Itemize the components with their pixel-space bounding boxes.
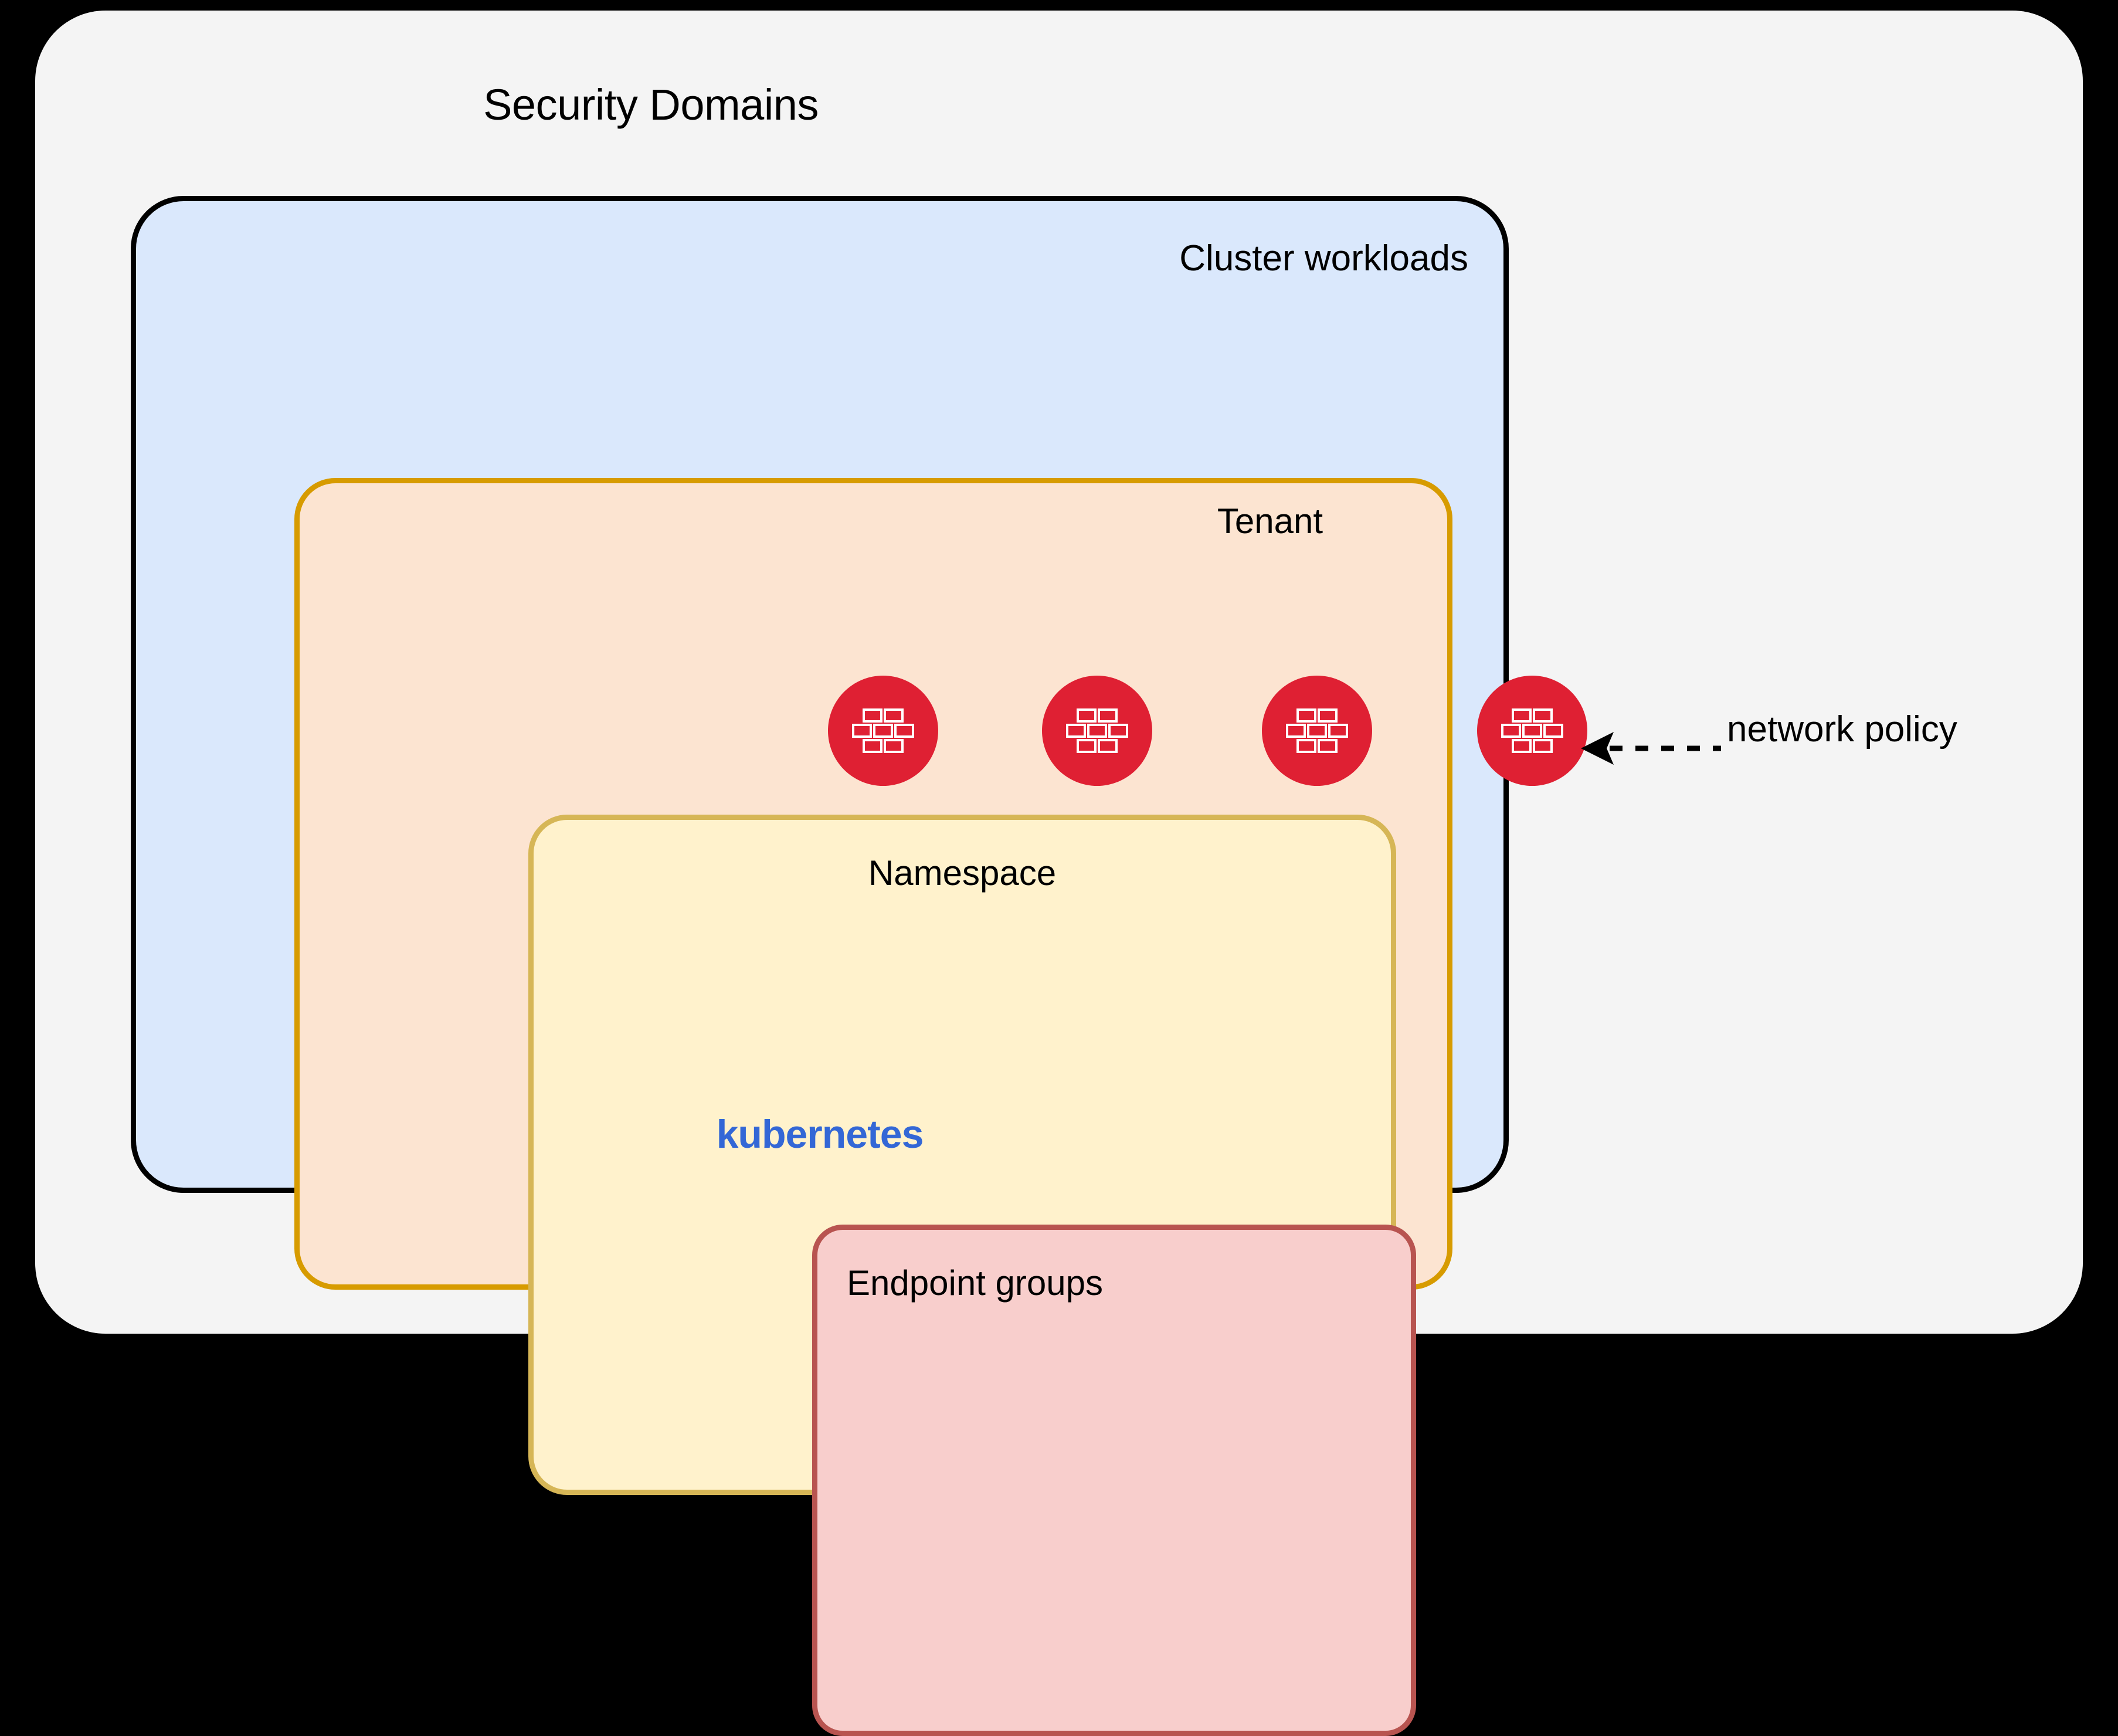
- endpoint-groups-box: Endpoint groups: [812, 1225, 1416, 1736]
- namespace-label: Namespace: [868, 853, 1057, 893]
- cluster-workloads-label: Cluster workloads: [1179, 238, 1468, 279]
- firewall-tenant: [1262, 676, 1372, 786]
- firewall-endpoint-groups: [828, 676, 938, 786]
- dashed-left-arrow-icon: [1581, 732, 1721, 765]
- tenant-label: Tenant: [1217, 501, 1323, 541]
- firewall-brick-wall-icon: [1286, 708, 1348, 753]
- firewall-namespace: [1042, 676, 1152, 786]
- security-domains-title: Security Domains: [483, 80, 819, 129]
- diagram-canvas: Security Domains Cluster workloads Tenan…: [35, 11, 2083, 1736]
- kubernetes-brand-label: kubernetes: [716, 1112, 924, 1157]
- firewall-brick-wall-icon: [1501, 708, 1563, 753]
- network-policy-label: network policy: [1727, 709, 1957, 750]
- endpoint-groups-label: Endpoint groups: [847, 1263, 1103, 1303]
- security-domains-panel: Security Domains Cluster workloads Tenan…: [35, 11, 2083, 1736]
- firewall-brick-wall-icon: [1066, 708, 1128, 753]
- network-policy-annotation: network policy: [1577, 708, 2082, 791]
- firewall-brick-wall-icon: [852, 708, 914, 753]
- firewall-cluster: [1477, 676, 1587, 786]
- tenant-box: Tenant Namespace Endpoint groups: [294, 478, 1452, 1736]
